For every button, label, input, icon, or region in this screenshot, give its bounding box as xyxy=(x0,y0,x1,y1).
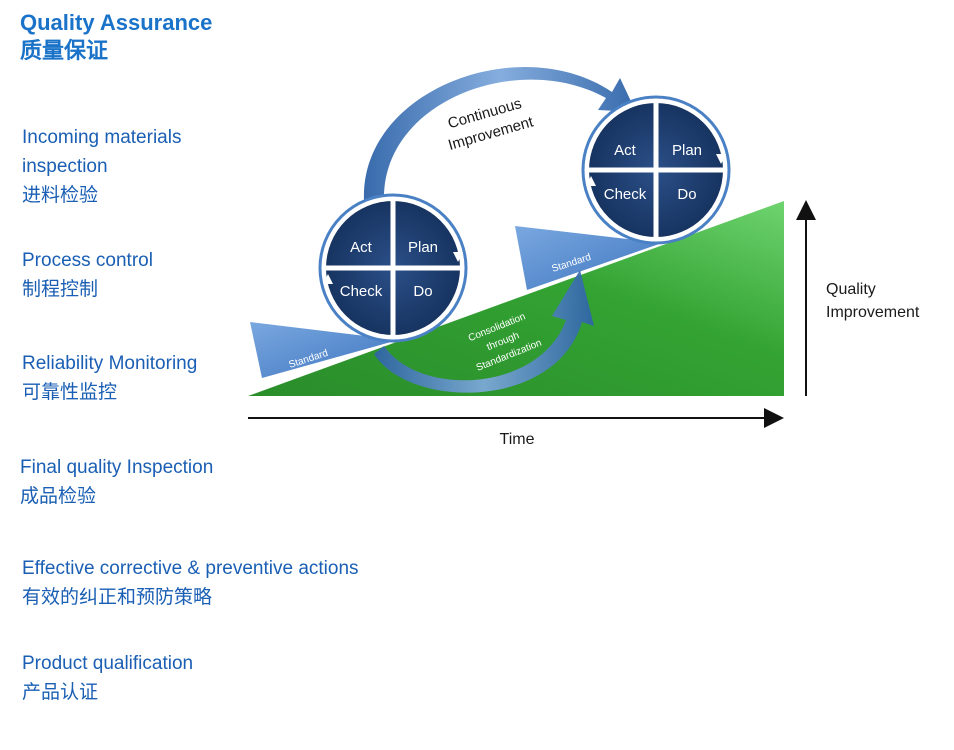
wheel1-act-label: Act xyxy=(350,239,373,256)
standard-wedge-2 xyxy=(515,226,662,290)
item-incoming-inspection: Incoming materials inspection 进料检验 xyxy=(22,123,181,210)
wheel1-plan-label: Plan xyxy=(408,239,438,256)
quality-slope xyxy=(248,201,784,396)
pdca-wheel-2: Act Plan Check Do xyxy=(581,95,731,245)
x-axis-label: Time xyxy=(500,431,535,448)
item-en: Reliability Monitoring xyxy=(22,353,198,374)
item-en-line2: inspection xyxy=(22,156,108,177)
title-chinese: 质量保证 xyxy=(20,38,109,63)
item-process-control: Process control 制程控制 xyxy=(22,246,153,304)
pdca-wheel-1: Act Plan Check Do xyxy=(318,193,468,343)
item-zh: 成品检验 xyxy=(20,486,97,507)
item-zh: 产品认证 xyxy=(22,682,99,703)
item-en: Product qualification xyxy=(22,653,194,674)
consolidation-arrow xyxy=(374,270,594,393)
item-product-qualification: Product qualification 产品认证 xyxy=(22,649,193,707)
title-english: Quality Assurance xyxy=(20,10,213,35)
wheel2-check-label: Check xyxy=(604,186,647,203)
item-zh: 进料检验 xyxy=(22,185,99,206)
wheel1-check-label: Check xyxy=(340,283,383,300)
item-zh: 可靠性监控 xyxy=(22,382,118,403)
item-reliability-monitoring: Reliability Monitoring 可靠性监控 xyxy=(22,349,197,407)
y-axis-label-line1: Quality xyxy=(826,281,876,298)
y-axis-label-line2: Improvement xyxy=(826,304,920,321)
wheel2-plan-label: Plan xyxy=(672,142,702,159)
item-corrective-actions: Effective corrective & preventive action… xyxy=(22,554,359,612)
item-en: Final quality Inspection xyxy=(20,457,214,478)
item-en: Effective corrective & preventive action… xyxy=(22,558,359,579)
wheel2-do-label: Do xyxy=(677,186,696,203)
wheel1-do-label: Do xyxy=(413,283,432,300)
item-en: Process control xyxy=(22,250,153,271)
item-zh: 有效的纠正和预防策略 xyxy=(22,587,213,608)
standard-wedge-1 xyxy=(250,322,398,378)
item-zh: 制程控制 xyxy=(22,279,99,300)
continuous-improvement-arrow xyxy=(363,67,636,200)
item-en: Incoming materials xyxy=(22,127,182,148)
wheel2-act-label: Act xyxy=(614,142,637,159)
item-final-inspection: Final quality Inspection 成品检验 xyxy=(20,453,213,511)
